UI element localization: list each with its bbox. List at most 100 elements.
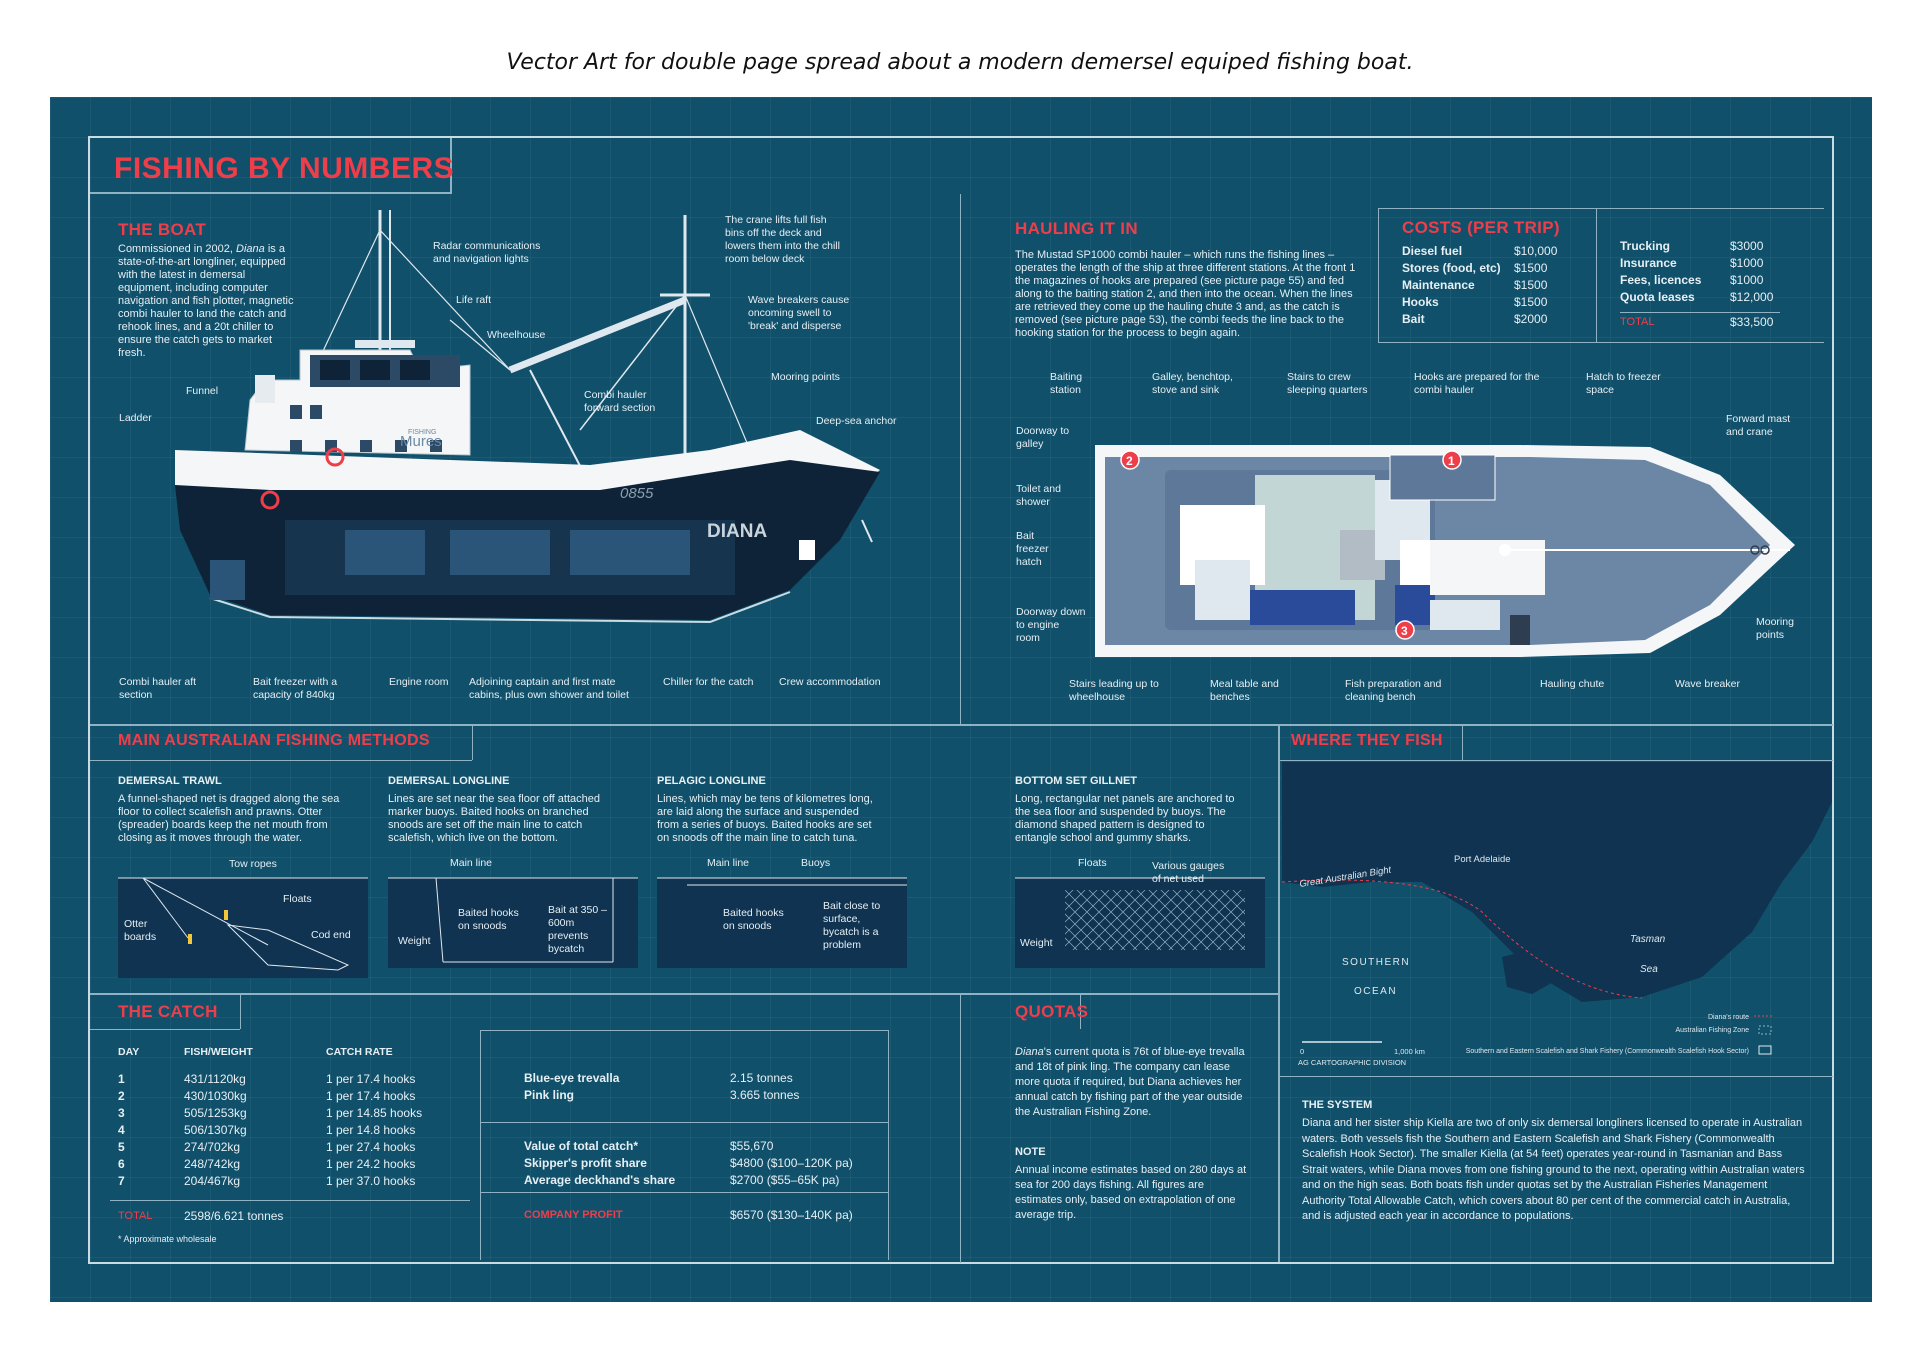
cost-row: Bait$2000 [1402,312,1548,326]
label-fish-prep: Fish preparation and cleaning bench [1345,678,1442,703]
divider-where-title-bottom [1280,760,1833,761]
map-tasman: Tasman [1630,934,1666,945]
boat-intro-name: Diana [236,243,265,255]
label-mooring: Mooring points [771,371,840,383]
cost-row: Quota leases$12,000 [1620,290,1774,304]
cabin-logo-small: FISHING [408,429,436,436]
dlongline-text: Lines are set near the sea floor off att… [388,793,600,844]
divider-horizontal-mid [90,724,1833,726]
boat-intro-post: is a state-of-the-art longliner, equippe… [118,243,294,359]
divider-costs-top [1378,208,1824,209]
divider-catch-total [110,1200,470,1201]
legend-route: Diana's route [1708,1014,1749,1021]
value-table: Value of total catch*$55,670 Skipper's p… [524,1139,853,1187]
label-bait-hatch: Bait freezer hatch [1016,530,1049,568]
plongline-text: Lines, which may be tens of kilometres l… [657,793,873,844]
boat-intro-pre: Commissioned in 2002, [118,243,237,255]
system-text: Diana and her sister ship Kiella are two… [1302,1117,1805,1222]
deck-marker-3: 3 [1401,624,1408,638]
trawl-diagram [118,877,368,978]
infographic-board [50,97,1872,1302]
legend-fishery: Southern and Eastern Scalefish and Shark… [1466,1048,1749,1055]
divider-catch-box-right [888,1030,889,1260]
gillnet-text: Long, rectangular net panels are anchore… [1015,793,1235,844]
hull-number: 0855 [620,485,654,502]
map-southern: SOUTHERN [1342,957,1410,968]
label-toilet: Toilet and shower [1016,483,1061,508]
label-engine: Engine room [389,676,449,688]
label-combi-forward: Combi hauler forward section [584,389,656,414]
boat-intro: Commissioned in 2002, Diana is a state-o… [118,243,296,360]
cost-row: Diesel fuel$10,000 [1402,244,1558,258]
gillnet-title: BOTTOM SET GILLNET [1015,775,1138,787]
deck-marker-2: 2 [1126,454,1133,468]
system-heading: THE SYSTEM [1302,1099,1373,1111]
divider-quotas-title [1080,993,1081,1029]
note-heading: NOTE [1015,1146,1046,1158]
australia-map: Great Australian Bight Port Adelaide SOU… [1282,762,1832,1067]
label-cabins: Adjoining captain and first mate cabins,… [469,676,629,701]
boat-heading: THE BOAT [118,220,207,239]
costs-total-rule [1620,312,1780,313]
map-scale-zero: 0 [1300,1047,1304,1056]
plongline-title: PELAGIC LONGLINE [657,775,766,787]
gillnet-diagram [1015,877,1265,968]
where-heading: WHERE THEY FISH [1291,732,1443,749]
label-hooks: Hooks are prepared for the combi hauler [1414,371,1540,396]
quotas-text: Diana's current quota is 76t of blue-eye… [1015,1045,1250,1120]
hull-name: DIANA [707,521,767,542]
title-box [90,138,452,194]
quotas-heading: QUOTAS [1015,1002,1089,1021]
plongline-diagram [657,877,907,968]
divider-catch-inner [480,1030,481,1260]
gillnet-gauges: Various gauges of net used [1152,860,1225,885]
costs-total: TOTAL$33,500 [1620,315,1774,329]
label-wheelhouse: Wheelhouse [487,329,546,341]
label-liferaft: Life raft [456,294,492,306]
divider-catch-species [480,1122,888,1123]
label-doorway-engine: Doorway down to engine room [1016,606,1086,644]
divider-where-title [1462,724,1463,760]
divider-methods-where [1278,724,1280,1262]
label-wave-breakers: Wave breakers cause oncoming swell to 'b… [748,294,850,332]
label-chute: Hauling chute [1540,678,1605,690]
dlongline-diagram [388,877,638,968]
cost-row: Insurance$1000 [1620,256,1764,270]
deck-marker-1: 1 [1448,454,1455,468]
trawl-title: DEMERSAL TRAWL [118,775,222,787]
plongline-buoys: Buoys [801,857,831,869]
dlongline-title: DEMERSAL LONGLINE [388,775,510,787]
divider-costs [1378,208,1379,343]
main-title: FISHING BY NUMBERS [114,152,455,185]
divider-catch-quotas [960,993,961,1263]
company-profit: COMPANY PROFIT$6570 ($130–140K pa) [524,1208,853,1222]
map-scale-km: 1,000 km [1394,1047,1425,1056]
divider-catch-profit [480,1192,888,1193]
costs-right-table: Trucking$3000 Insurance$1000 Fees, licen… [1620,238,1820,306]
divider-catch-box-top [480,1030,888,1031]
divider-vertical-top [960,194,961,724]
label-radar: Radar communications and navigation ligh… [433,240,541,265]
catch-header-row: DAY FISH/WEIGHT CATCH RATE [118,1046,393,1058]
label-stairs-wheelhouse: Stairs leading up to wheelhouse [1069,678,1159,703]
divider-where-bottom [1280,1076,1833,1077]
plongline-bycatch: Bait close to surface, bycatch is a prob… [823,900,881,951]
label-anchor: Deep-sea anchor [816,415,897,427]
cost-row: Trucking$3000 [1620,239,1764,253]
label-bait-freezer: Bait freezer with a capacity of 840kg [253,676,338,701]
deck-plan-illustration: 2 1 3 [1095,445,1795,657]
label-baiting: Baiting station [1050,371,1083,396]
legend-zone: Australian Fishing Zone [1675,1027,1749,1034]
cost-row: Maintenance$1500 [1402,278,1548,292]
trawl-text: A funnel-shaped net is dragged along the… [118,793,340,844]
label-crew: Crew accommodation [779,676,881,688]
infographic-frame [88,136,1834,1264]
